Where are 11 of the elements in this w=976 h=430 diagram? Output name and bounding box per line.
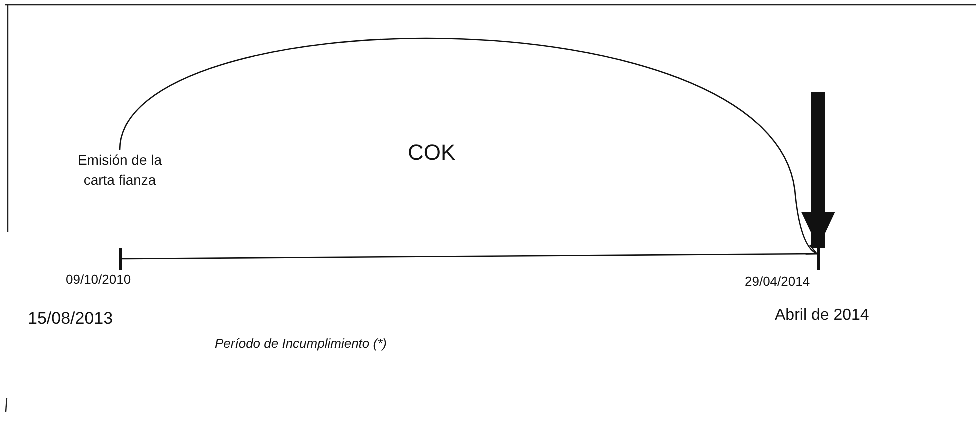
date-label: 15/08/2013 <box>28 309 114 329</box>
period-note: Período de Incumplimiento (*) <box>215 336 387 351</box>
date-label: 09/10/2010 <box>66 272 132 287</box>
curved-arrow <box>119 38 818 255</box>
date-label: 29/04/2014 <box>745 274 810 289</box>
date-label: Abril de 2014 <box>775 307 870 325</box>
timeline-line <box>122 253 817 260</box>
down-arrow <box>801 92 836 248</box>
timeline-tick <box>119 248 122 270</box>
timeline-tick <box>817 248 820 270</box>
event-label: Emisión de la carta fianza <box>68 150 172 190</box>
